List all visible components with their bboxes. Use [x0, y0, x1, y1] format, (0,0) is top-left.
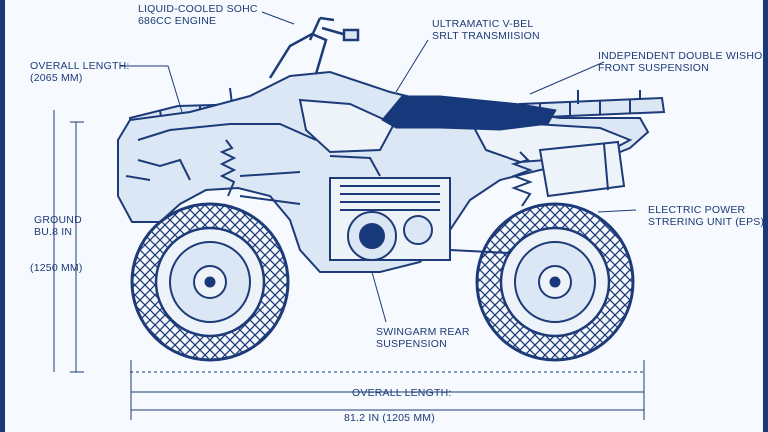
engine-leader	[261, 11, 295, 25]
handlebar	[268, 16, 360, 79]
front-suspension-leader	[529, 61, 605, 95]
overall-length-bottom-value: 81.2 IN (1205 MM)	[344, 412, 435, 424]
front-shock-absorber	[219, 139, 301, 205]
front-suspension-callout-line1: INDEPENDENT DOUBLE WISHONE	[598, 50, 768, 62]
ground-clearance-line1: GROUND	[34, 214, 82, 226]
transmission-callout: ULTRAMATIC V-BEL SRLT TRANSMIISION	[432, 18, 540, 42]
ground-clearance-metric: (1250 MM)	[30, 262, 83, 274]
power-steering-callout-line2: STRERING UNIT (EPS)	[648, 216, 765, 228]
engine-callout-line2: 686cc ENGINE	[138, 15, 217, 27]
left-frame-border	[0, 0, 5, 432]
dimension-lines	[53, 110, 645, 420]
front-suspension-callout: INDEPENDENT DOUBLE WISHONE FRONT SUSPENS…	[598, 50, 768, 74]
rear-wheel	[475, 202, 635, 362]
overall-length-top-callout: OVERALL LENGTH: (2065 MM)	[30, 60, 129, 84]
power-steering-callout-line1: ELECTRIC POWER	[648, 204, 746, 216]
overall-length-leader	[120, 65, 183, 113]
overall-length-bottom-callout: OVERALL LENGTH:	[352, 387, 451, 399]
rear-suspension-callout-line1: SWINGARM REAR	[376, 326, 470, 338]
overall-length-top-line2: (2065 MM)	[30, 72, 83, 84]
front-suspension-callout-line2: FRONT SUSPENSION	[598, 62, 709, 74]
transmission-callout-line1: ULTRAMATIC V-BEL	[432, 18, 534, 30]
overall-length-top-line1: OVERALL LENGTH:	[30, 60, 130, 72]
overall-length-bottom-line1: OVERALL LENGTH:	[352, 387, 452, 399]
transmission-callout-line2: SRLT TRANSMIISION	[432, 30, 540, 42]
engine-block	[329, 177, 451, 261]
front-wheel	[130, 202, 290, 362]
engine-callout: LIQUID-COOLED SOHC 686cc ENGINE	[138, 3, 258, 27]
ground-clearance-line2: BU.8 IN	[34, 226, 73, 238]
power-steering-leader	[597, 209, 637, 213]
exhaust-muffler	[538, 140, 626, 198]
rear-suspension-leader	[371, 271, 387, 323]
ground-clearance-line3: (1250 MM)	[30, 262, 83, 274]
overall-length-bottom-line2: 81.2 IN (1205 MM)	[344, 412, 435, 424]
callout-leaders	[120, 11, 637, 323]
engine-callout-line1: LIQUID-COOLED SOHC	[138, 3, 258, 15]
right-frame-border	[763, 0, 768, 432]
rear-suspension-callout: SWINGARM REAR SUSPENSION	[376, 326, 470, 350]
ground-clearance-callout: GROUND BU.8 IN	[34, 214, 82, 238]
power-steering-callout: ELECTRIC POWER STRERING UNIT (EPS)	[648, 204, 764, 228]
seat	[381, 95, 557, 131]
transmission-leader	[395, 39, 429, 93]
rear-suspension-callout-line2: SUSPENSION	[376, 338, 447, 350]
